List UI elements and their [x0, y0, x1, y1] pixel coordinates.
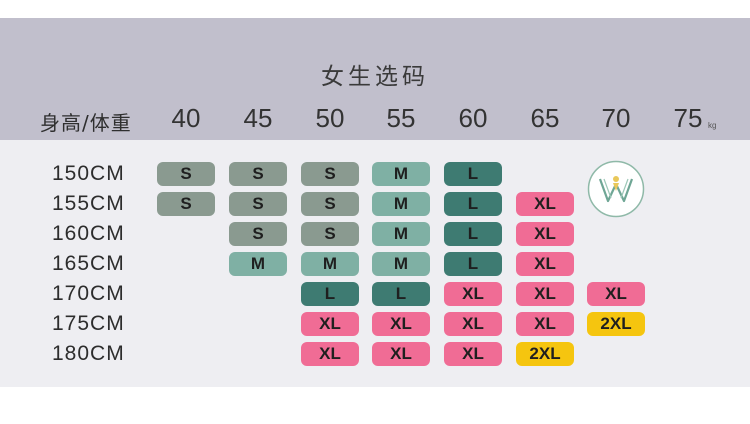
size-cell: S — [301, 162, 359, 186]
size-cell: XL — [301, 312, 359, 336]
size-cell: L — [444, 252, 502, 276]
size-cell: M — [229, 252, 287, 276]
size-cell: S — [157, 162, 215, 186]
height-160cm: 160CM — [52, 222, 125, 245]
size-cell: 2XL — [587, 312, 645, 336]
size-cell: 2XL — [516, 342, 574, 366]
weight-75: 75 — [673, 103, 703, 133]
height-155cm: 155CM — [52, 192, 125, 215]
size-cell: XL — [444, 342, 502, 366]
height-175cm: 175CM — [52, 312, 125, 335]
weight-40: 40 — [171, 103, 201, 133]
size-cell: M — [372, 192, 430, 216]
size-cell: L — [372, 282, 430, 306]
header-band — [0, 18, 750, 140]
page-title: 女生选码 — [321, 64, 429, 90]
weight-45: 45 — [243, 103, 273, 133]
size-cell: S — [301, 222, 359, 246]
size-cell: XL — [516, 252, 574, 276]
size-cell: L — [444, 162, 502, 186]
height-165cm: 165CM — [52, 252, 125, 275]
size-cell: M — [372, 162, 430, 186]
weight-60: 60 — [458, 103, 488, 133]
weight-70: 70 — [601, 103, 631, 133]
size-cell: L — [444, 192, 502, 216]
size-cell: L — [301, 282, 359, 306]
size-cell: S — [301, 192, 359, 216]
size-cell: XL — [516, 282, 574, 306]
size-cell: XL — [516, 312, 574, 336]
weight-65: 65 — [530, 103, 560, 133]
size-cell: XL — [372, 312, 430, 336]
size-cell: XL — [444, 312, 502, 336]
size-cell: XL — [444, 282, 502, 306]
size-cell: S — [157, 192, 215, 216]
size-cell: XL — [372, 342, 430, 366]
size-cell: XL — [516, 192, 574, 216]
size-cell: S — [229, 162, 287, 186]
weight-50: 50 — [315, 103, 345, 133]
weight-55: 55 — [386, 103, 416, 133]
height-180cm: 180CM — [52, 342, 125, 365]
size-cell: XL — [587, 282, 645, 306]
brand-w-logo-icon — [587, 160, 645, 218]
height-weight-axis-label: 身高/体重 — [40, 111, 132, 135]
weight-unit: kg — [708, 121, 717, 130]
size-cell: S — [229, 192, 287, 216]
size-cell: M — [301, 252, 359, 276]
size-cell: M — [372, 252, 430, 276]
size-cell: L — [444, 222, 502, 246]
size-cell: XL — [301, 342, 359, 366]
size-cell: XL — [516, 222, 574, 246]
height-170cm: 170CM — [52, 282, 125, 305]
height-150cm: 150CM — [52, 162, 125, 185]
size-cell: S — [229, 222, 287, 246]
size-cell: M — [372, 222, 430, 246]
